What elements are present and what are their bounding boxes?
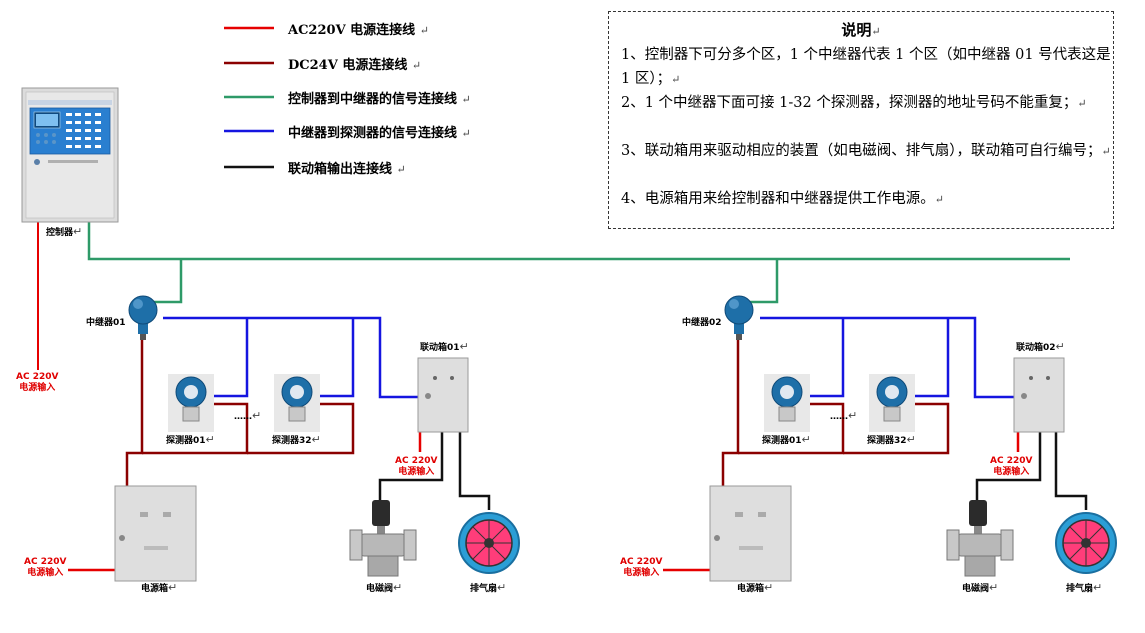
repeater-02-device bbox=[724, 295, 754, 340]
legend-linkage-text: 联动箱输出连接线 ↵ bbox=[288, 162, 406, 177]
zone2-detector-01-device bbox=[764, 374, 810, 432]
zone1-detector-32-label: 探测器32↵ bbox=[272, 433, 321, 446]
zone1-linkage-label: 联动箱01↵ bbox=[420, 340, 469, 353]
legend-blue-signal-text: 中继器到探测器的信号连接线 ↵ bbox=[288, 126, 471, 141]
solenoid-valve-devices bbox=[349, 500, 1014, 577]
zone1-linkage-output bbox=[378, 432, 491, 510]
legend-swatches bbox=[224, 26, 274, 169]
zone1-dots: ……↵ bbox=[234, 409, 262, 422]
notes-box: 说明↵ 1、控制器下可分多个区，1 个中继器代表 1 个区（如中继器 01 号代… bbox=[608, 11, 1114, 229]
legend-green-signal-text: 控制器到中继器的信号连接线 ↵ bbox=[288, 92, 471, 107]
zone2-dc24-power bbox=[721, 338, 950, 486]
controller-label: 控制器↵ bbox=[46, 225, 83, 238]
zone2-power-label: 电源箱↵ bbox=[737, 581, 774, 594]
zone2-dots: ……↵ bbox=[830, 409, 858, 422]
zone2-blue-signal bbox=[760, 316, 1016, 399]
zone2-detector-32-label: 探测器32↵ bbox=[867, 433, 916, 446]
legend-dc24-text: DC24V 电源连接线 ↵ bbox=[288, 58, 422, 73]
zone1-power-label: 电源箱↵ bbox=[141, 581, 178, 594]
zone1-detector-32-device bbox=[274, 374, 320, 432]
zone2-detector-32-device bbox=[869, 374, 915, 432]
controller-panel bbox=[21, 87, 119, 223]
notes-title: 说明↵ bbox=[841, 21, 881, 39]
zone1-repeater-label: 中继器01 bbox=[86, 318, 126, 328]
legend-ac220-text: AC220V 电源连接线 ↵ bbox=[288, 23, 429, 38]
zone1-detector-01-label: 探测器01↵ bbox=[166, 433, 215, 446]
notes-item-3: 3、联动箱用来驱动相应的装置（如电磁阀、排气扇），联动箱可自行编号；↵ bbox=[621, 143, 1111, 159]
zone2-valve-label: 电磁阀↵ bbox=[962, 581, 999, 594]
zone1-dc24-power bbox=[125, 338, 355, 486]
repeater-01-device bbox=[128, 295, 158, 340]
zone1-detector-01-device bbox=[168, 374, 214, 432]
exhaust-fan-devices bbox=[458, 512, 1117, 574]
zone2-fan-label: 排气扇↵ bbox=[1066, 581, 1103, 594]
notes-item-2: 2、1 个中继器下面可接 1-32 个探测器，探测器的地址号码不能重复；↵ bbox=[621, 95, 1087, 111]
linkage-box-devices bbox=[417, 357, 1065, 433]
green-signal-bus bbox=[87, 222, 1070, 304]
zone2-detector-01-label: 探测器01↵ bbox=[762, 433, 811, 446]
zone1-fan-label: 排气扇↵ bbox=[470, 581, 507, 594]
zone2-repeater-label: 中继器02 bbox=[682, 318, 722, 328]
zone1-ac-wires bbox=[68, 432, 422, 572]
notes-item-4: 4、电源箱用来给控制器和中继器提供工作电源。↵ bbox=[621, 191, 944, 207]
power-box-devices bbox=[114, 485, 792, 582]
zone1-blue-signal bbox=[163, 316, 420, 399]
zone2-ac-wires bbox=[663, 432, 1020, 572]
detector-devices bbox=[168, 374, 915, 432]
notes-item-1: 1、控制器下可分多个区，1 个中继器代表 1 个区（如中继器 01 号代表这是 … bbox=[621, 47, 1111, 87]
zone2-linkage-label: 联动箱02↵ bbox=[1016, 340, 1065, 353]
zone1-valve-label: 电磁阀↵ bbox=[366, 581, 403, 594]
zone2-linkage-output bbox=[975, 432, 1088, 510]
